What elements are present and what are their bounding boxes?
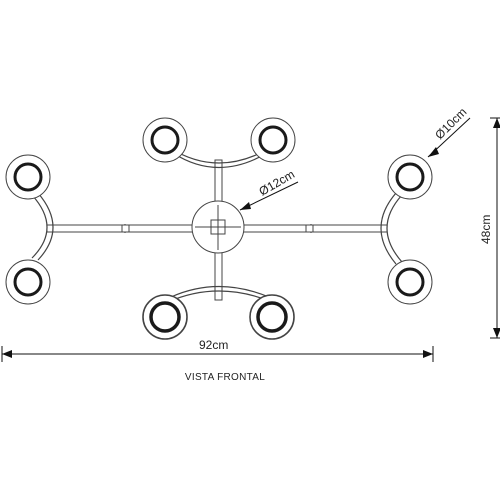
shade-top-left: [142, 117, 188, 163]
arm-right: [386, 194, 403, 263]
dimension-width: 92cm: [1, 338, 434, 362]
dimension-canopy-diameter: Ø12cm: [239, 167, 299, 211]
shade-left-top: [5, 154, 51, 200]
shade-left-bottom: [5, 259, 51, 305]
shade-top-right: [250, 117, 296, 163]
canopy: [191, 200, 245, 254]
dimension-shade-diameter: Ø10cm: [427, 105, 471, 158]
width-label: 92cm: [199, 338, 228, 352]
shade-bottom-right: [249, 294, 295, 340]
arm-left: [31, 194, 48, 259]
view-caption: VISTA FRONTAL: [184, 372, 266, 383]
dimension-height: 48cm: [479, 117, 500, 339]
height-label: 48cm: [479, 215, 493, 244]
canopy-diameter-label: Ø12cm: [257, 167, 298, 198]
shade-right-top: [387, 154, 433, 200]
shade-bottom-left: [142, 294, 188, 340]
shade-right-bottom: [387, 259, 433, 305]
